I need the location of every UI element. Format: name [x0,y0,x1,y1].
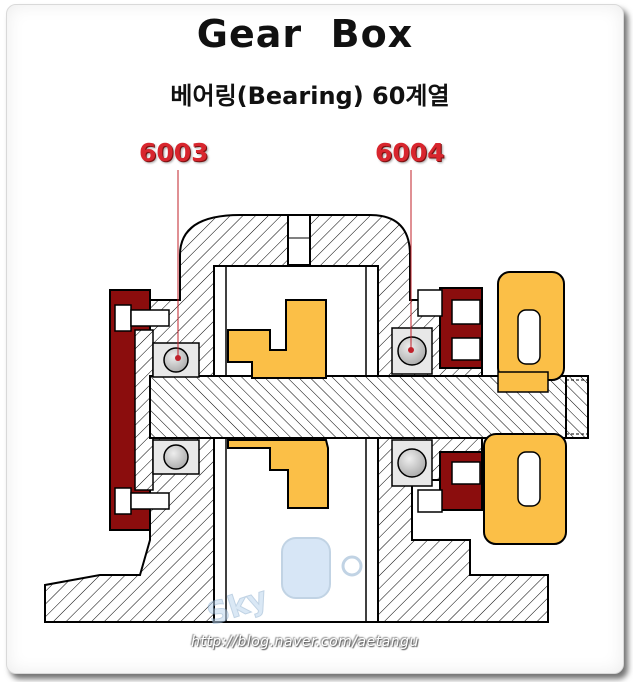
page-title: Gear Box [196,12,414,56]
callout-label-6004: 6004 [375,138,445,167]
callout-label-6003: 6003 [139,138,209,167]
coupling [483,271,567,545]
watermark-url: http://blog.naver.com/aetangu [191,634,419,650]
page-subtitle: 베어링(Bearing) 60계열 [170,82,450,110]
right-end-cover [417,287,483,513]
callout-leader-6004 [408,170,414,353]
bearing-6003-bottom [152,439,200,475]
sky-logo-watermark: Sky [203,537,363,633]
left-end-cover [109,289,170,531]
bearing-6004-bottom [391,439,433,487]
callout-leader-6003 [175,170,181,361]
internal-gear [227,299,329,509]
